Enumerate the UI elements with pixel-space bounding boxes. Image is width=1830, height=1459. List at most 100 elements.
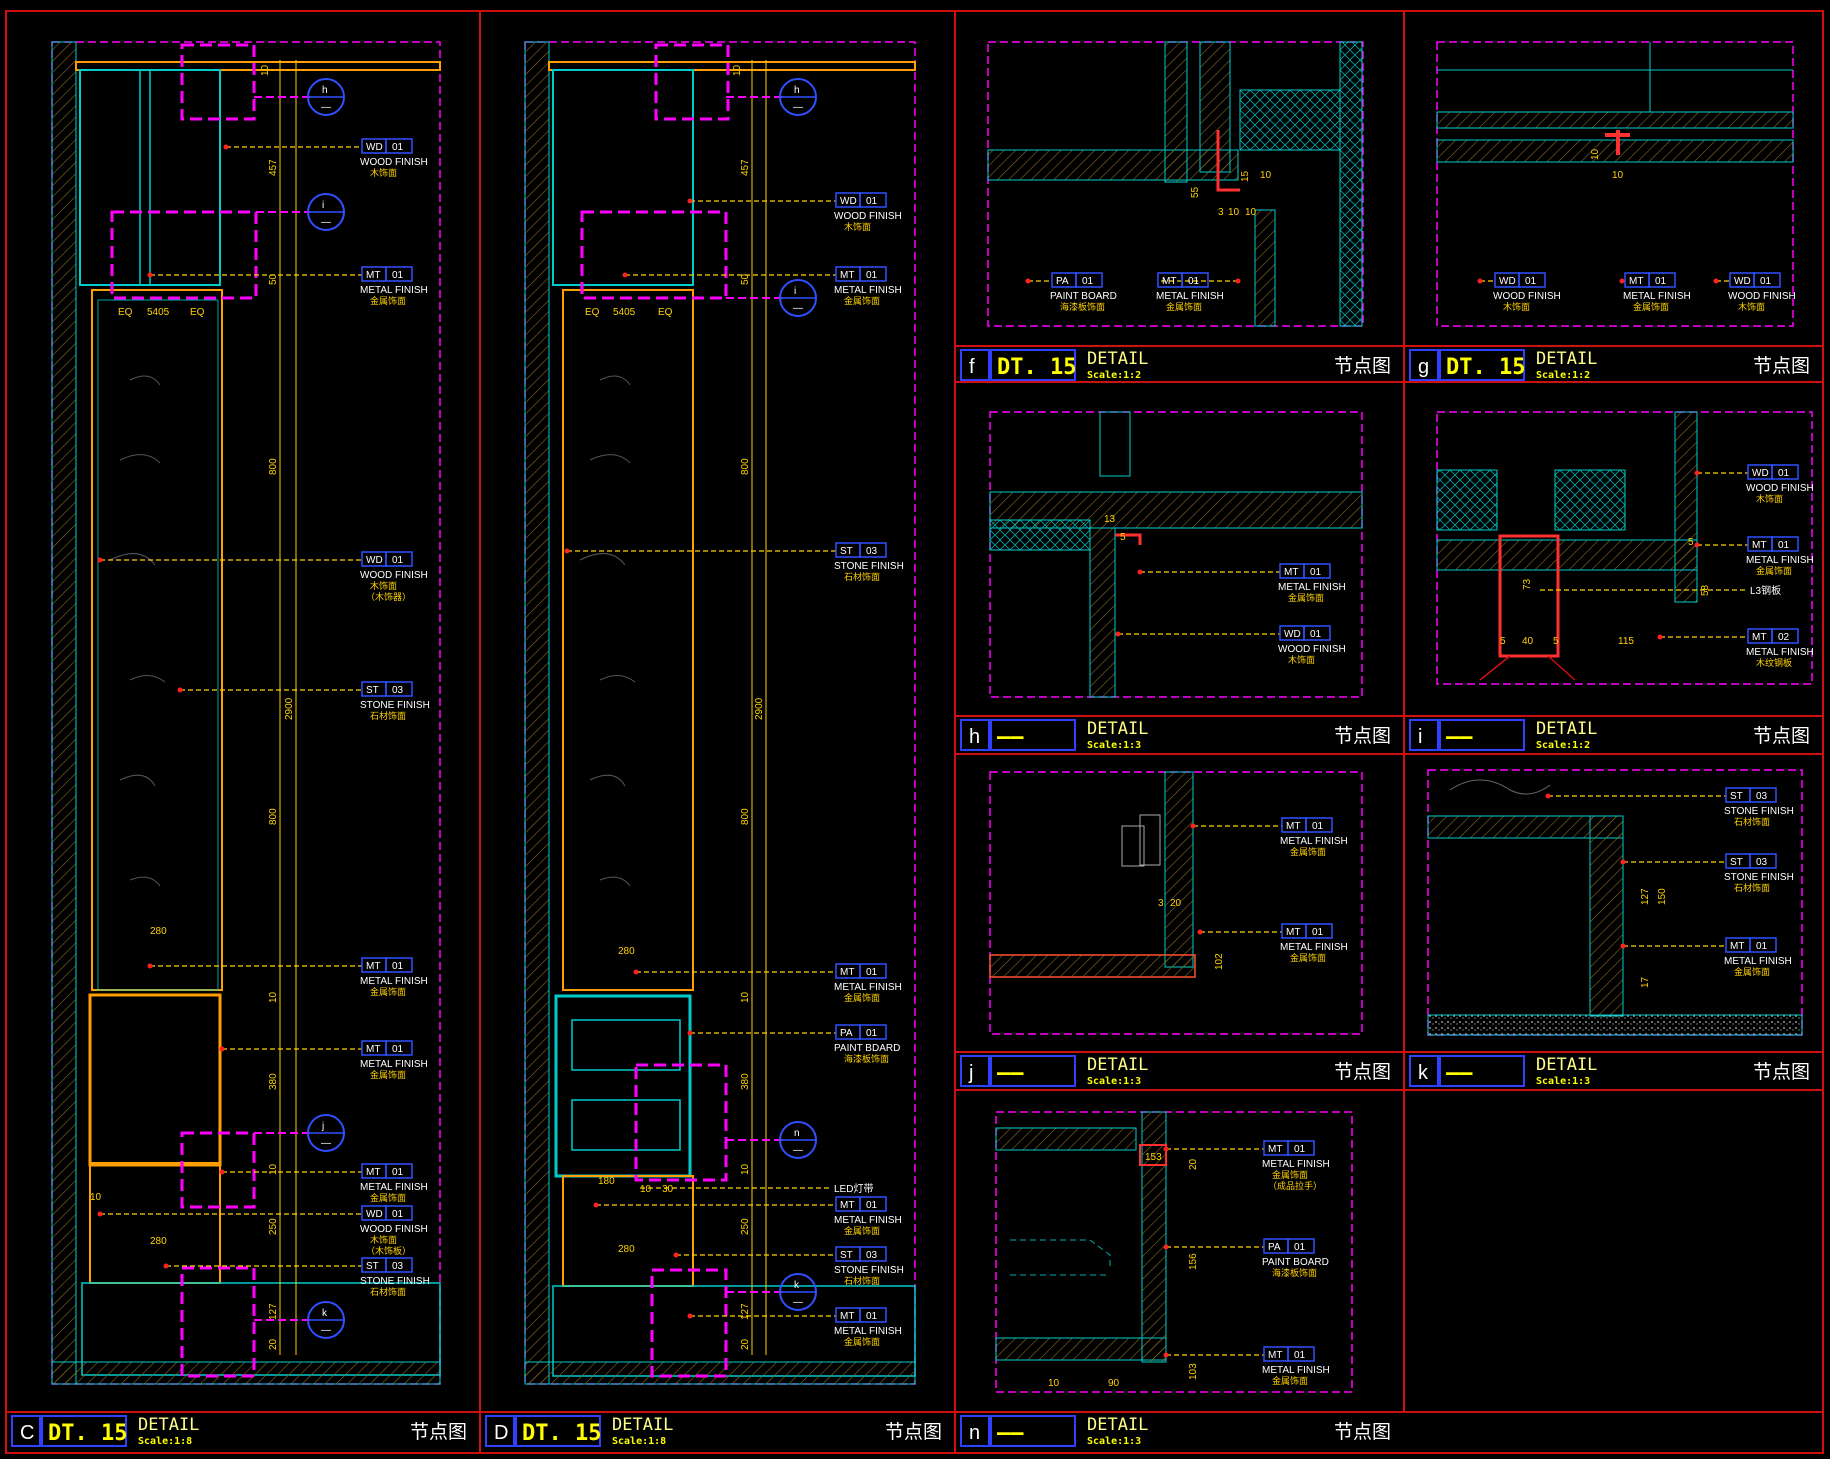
title-letter: j (968, 1062, 973, 1084)
finish-number: 01 (1312, 927, 1324, 938)
section-mark-k[interactable]: k— (307, 1301, 345, 1339)
l3-callout[interactable]: L3钢板 (1540, 584, 1781, 597)
dim-5-right: 5 (1553, 636, 1559, 647)
section-mark-j[interactable]: j— (307, 1114, 345, 1152)
finish-name-cn: 石材饰面 (370, 710, 406, 721)
title-detail: DETAIL (1536, 349, 1597, 369)
dim-800-lower: 800 (268, 808, 279, 825)
section-mark-i[interactable]: i— (779, 279, 817, 317)
dim-13: 13 (1104, 514, 1116, 525)
dim-30: 30 (662, 1184, 674, 1195)
finish-name-cn: 石材饰面 (844, 571, 880, 582)
elevation-c: 10 457 50 EQ 5405 EQ 800 2900 800 280 10… (51, 41, 441, 1385)
title-letter: n (969, 1422, 980, 1444)
dim-103: 103 (1188, 1363, 1199, 1380)
section-mark-h[interactable]: h— (307, 78, 345, 116)
title-code: DT. 15 (48, 1421, 127, 1446)
finish-name-cn: 海漆板饰面 (1272, 1267, 1317, 1278)
dim-280-lower: 280 (618, 1244, 635, 1255)
title-code: —— (997, 1421, 1024, 1446)
finish-name-cn: 金属饰面 (370, 1069, 406, 1080)
title-code: —— (997, 725, 1024, 750)
led-callout[interactable]: LED灯带 (640, 1183, 873, 1195)
dim-250: 250 (740, 1218, 751, 1235)
finish-code: ST (366, 1261, 379, 1272)
finish-number: 01 (866, 1311, 878, 1322)
title-cn: 节点图 (1334, 355, 1391, 377)
dim-10: 10 (732, 64, 743, 76)
dim-10-low: 10 (740, 1163, 751, 1175)
finish-name: METAL FINISH (1262, 1365, 1330, 1376)
detail-k: 127 150 17 (1427, 769, 1803, 1036)
finish-name-cn: 木饰面 (370, 1234, 397, 1245)
section-mark-ref: — (321, 217, 331, 228)
finish-note: （成品拉手） (1268, 1180, 1322, 1191)
section-mark-k[interactable]: k— (779, 1273, 817, 1311)
finish-name: WOOD FINISH (360, 1224, 428, 1235)
detail-n: 153 20 156 103 10 90 (995, 1111, 1353, 1393)
finish-number: 03 (392, 1261, 404, 1272)
dim-eq-left: EQ (118, 307, 133, 318)
finish-code: ST (840, 546, 853, 557)
finish-name-cn: 木饰面 (844, 221, 871, 232)
title-scale: Scale:1:3 (1087, 740, 1141, 751)
finish-code: PA (840, 1028, 853, 1039)
section-mark-n[interactable]: n— (779, 1121, 817, 1159)
finish-number: 03 (392, 685, 404, 696)
finish-name-cn: 石材饰面 (370, 1286, 406, 1297)
finish-name-cn: 金属饰面 (1290, 846, 1326, 857)
finish-note: （木饰板） (366, 1245, 411, 1256)
dim-127: 127 (268, 1303, 279, 1320)
finish-number: 01 (392, 1167, 404, 1178)
finish-name: PAINT BOARD (1262, 1257, 1329, 1268)
section-mark-h[interactable]: h— (779, 78, 817, 116)
finish-name-cn: 金属饰面 (370, 1192, 406, 1203)
title-scale: Scale:1:2 (1536, 370, 1590, 381)
title-code: —— (1446, 1061, 1473, 1086)
dim-10: 10 (260, 64, 271, 76)
finish-number: 01 (1655, 276, 1667, 287)
section-mark-i[interactable]: i— (307, 193, 345, 231)
dim-102: 102 (1214, 953, 1225, 970)
section-mark-ref: — (793, 1297, 803, 1308)
finish-name: METAL FINISH (1156, 291, 1224, 302)
finish-number: 01 (1082, 276, 1094, 287)
dim-5-a: 5 (1120, 532, 1126, 543)
section-mark-letter: k (794, 1280, 800, 1291)
